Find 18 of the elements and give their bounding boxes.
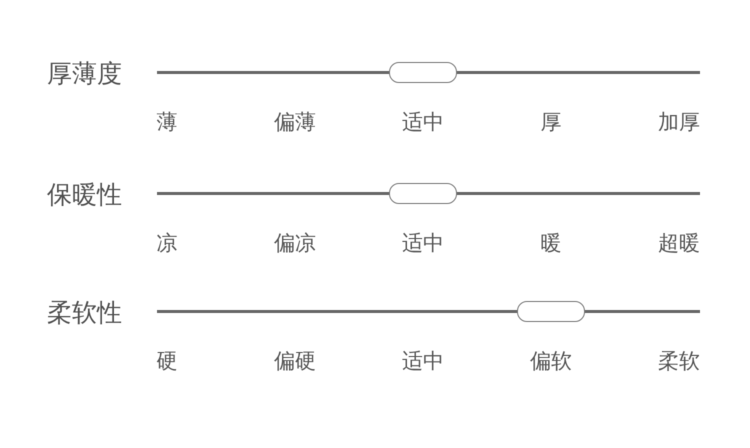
scale-label: 适中 xyxy=(402,350,444,372)
slider-label: 保暖性 xyxy=(47,182,122,206)
slider-label: 厚薄度 xyxy=(47,60,122,86)
scale-label: 凉 xyxy=(156,232,178,254)
scale-label: 厚 xyxy=(540,112,562,132)
scale-label: 偏凉 xyxy=(274,232,316,254)
scale-label: 硬 xyxy=(156,350,178,372)
scale-label: 暖 xyxy=(540,232,562,254)
scale-label: 加厚 xyxy=(658,112,700,132)
scale-label: 适中 xyxy=(402,112,444,132)
scale-label: 偏软 xyxy=(530,350,572,372)
scale-label: 超暖 xyxy=(658,232,700,254)
scale-label: 柔软 xyxy=(658,350,700,372)
scale-label: 偏薄 xyxy=(274,112,316,132)
scale-label: 偏硬 xyxy=(274,350,316,372)
scale-label: 适中 xyxy=(402,232,444,254)
slider-label: 柔软性 xyxy=(47,300,122,324)
scale-label: 薄 xyxy=(156,112,178,132)
